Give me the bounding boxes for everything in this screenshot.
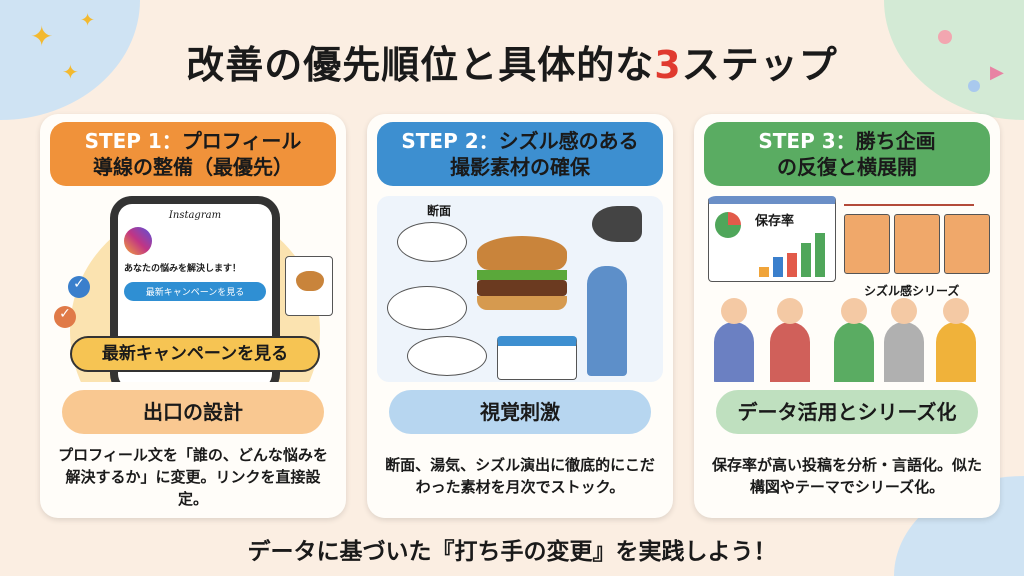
plate-steak (407, 336, 487, 376)
step-label: STEP 3： (758, 129, 856, 153)
chart-label: 保存率 (755, 214, 795, 229)
instagram-logo-icon (124, 227, 152, 255)
step-heading: シズル感のある (498, 129, 639, 153)
step3-header: STEP 3：勝ち企画の反復と横展開 (704, 122, 990, 186)
plate-meat (387, 286, 467, 330)
sparkle-icon: ✦ (30, 20, 54, 53)
sparkle-icon: ✦ (62, 60, 79, 84)
series-label: シズル感シリーズ (864, 284, 960, 298)
step-heading-2: の反復と横展開 (777, 155, 917, 179)
sparkle-icon: ✦ (80, 10, 96, 31)
title-text: 改善の優先順位と具体的な (186, 43, 655, 87)
camera-person (587, 266, 627, 376)
circle-icon (938, 30, 952, 44)
circle-icon (968, 80, 980, 92)
triangle-icon: ▶ (990, 62, 1004, 83)
step-heading-2: 導線の整備（最優先） (93, 155, 293, 179)
step-label: STEP 1： (84, 129, 182, 153)
footer-message: データに基づいた『打ち手の変更』を実践しよう！ (247, 539, 777, 565)
check-icon: ✓ (54, 306, 76, 328)
callout-bubble: 最新キャンペーンを見る (70, 336, 320, 372)
plate-sandwich (397, 222, 467, 262)
step1-pill: 出口の設計 (62, 390, 324, 434)
title-tail: ステップ (681, 43, 838, 87)
step1-description: プロフィール文を「誰の、どんな悩みを解決するか」に変更。リンクを直接設定。 (58, 446, 328, 508)
step3-card: STEP 3：勝ち企画の反復と横展開 保存率 シズル感シリーズ データ活用とシリ… (694, 114, 1000, 518)
burger-image (477, 236, 567, 316)
team-people (704, 298, 990, 382)
step1-card: STEP 1：プロフィール導線の整備（最優先） Instagram あなたの悩み… (40, 114, 346, 518)
step2-illustration: 断面 (377, 196, 663, 382)
cross-section-label: 断面 (427, 204, 452, 218)
step-heading-2: 撮影素材の確保 (450, 155, 590, 179)
step3-pill: データ活用とシリーズ化 (716, 390, 978, 434)
step2-card: STEP 2：シズル感のある撮影素材の確保 断面 視覚刺激 断面、湯気、シズル演… (367, 114, 673, 518)
post-thumbnail (285, 256, 333, 316)
step-heading: 勝ち企画 (855, 129, 936, 153)
pie-chart-icon (715, 212, 741, 238)
profile-bio: あなたの悩みを解決します！ (124, 264, 242, 274)
step3-description: 保存率が高い投稿を分析・言語化。似た構図やテーマでシリーズ化。 (711, 456, 982, 496)
app-name: Instagram (168, 210, 222, 221)
series-arrow (844, 204, 974, 206)
step-heading: プロフィール (181, 129, 302, 153)
studio-light-icon (592, 206, 642, 242)
title-number: 3 (654, 43, 682, 87)
calendar-icon (497, 336, 577, 380)
campaign-link-button[interactable]: 最新キャンペーンを見る (124, 282, 266, 301)
step-label: STEP 2： (401, 129, 499, 153)
step2-header: STEP 2：シズル感のある撮影素材の確保 (377, 122, 663, 186)
step1-header: STEP 1：プロフィール導線の整備（最優先） (50, 122, 336, 186)
bar-chart-icon (759, 231, 829, 277)
page-title: 改善の優先順位と具体的な3ステップ (0, 34, 1024, 89)
check-icon: ✓ (68, 276, 90, 298)
step3-illustration: 保存率 シズル感シリーズ (704, 196, 990, 382)
step2-description: 断面、湯気、シズル演出に徹底的にこだわった素材を月次でストック。 (385, 456, 655, 496)
step2-pill: 視覚刺激 (389, 390, 651, 434)
post-series (844, 214, 990, 274)
analytics-window: 保存率 (708, 196, 836, 282)
step1-illustration: Instagram あなたの悩みを解決します！ 最新キャンペーンを見る ✓ ✓ … (50, 196, 336, 382)
